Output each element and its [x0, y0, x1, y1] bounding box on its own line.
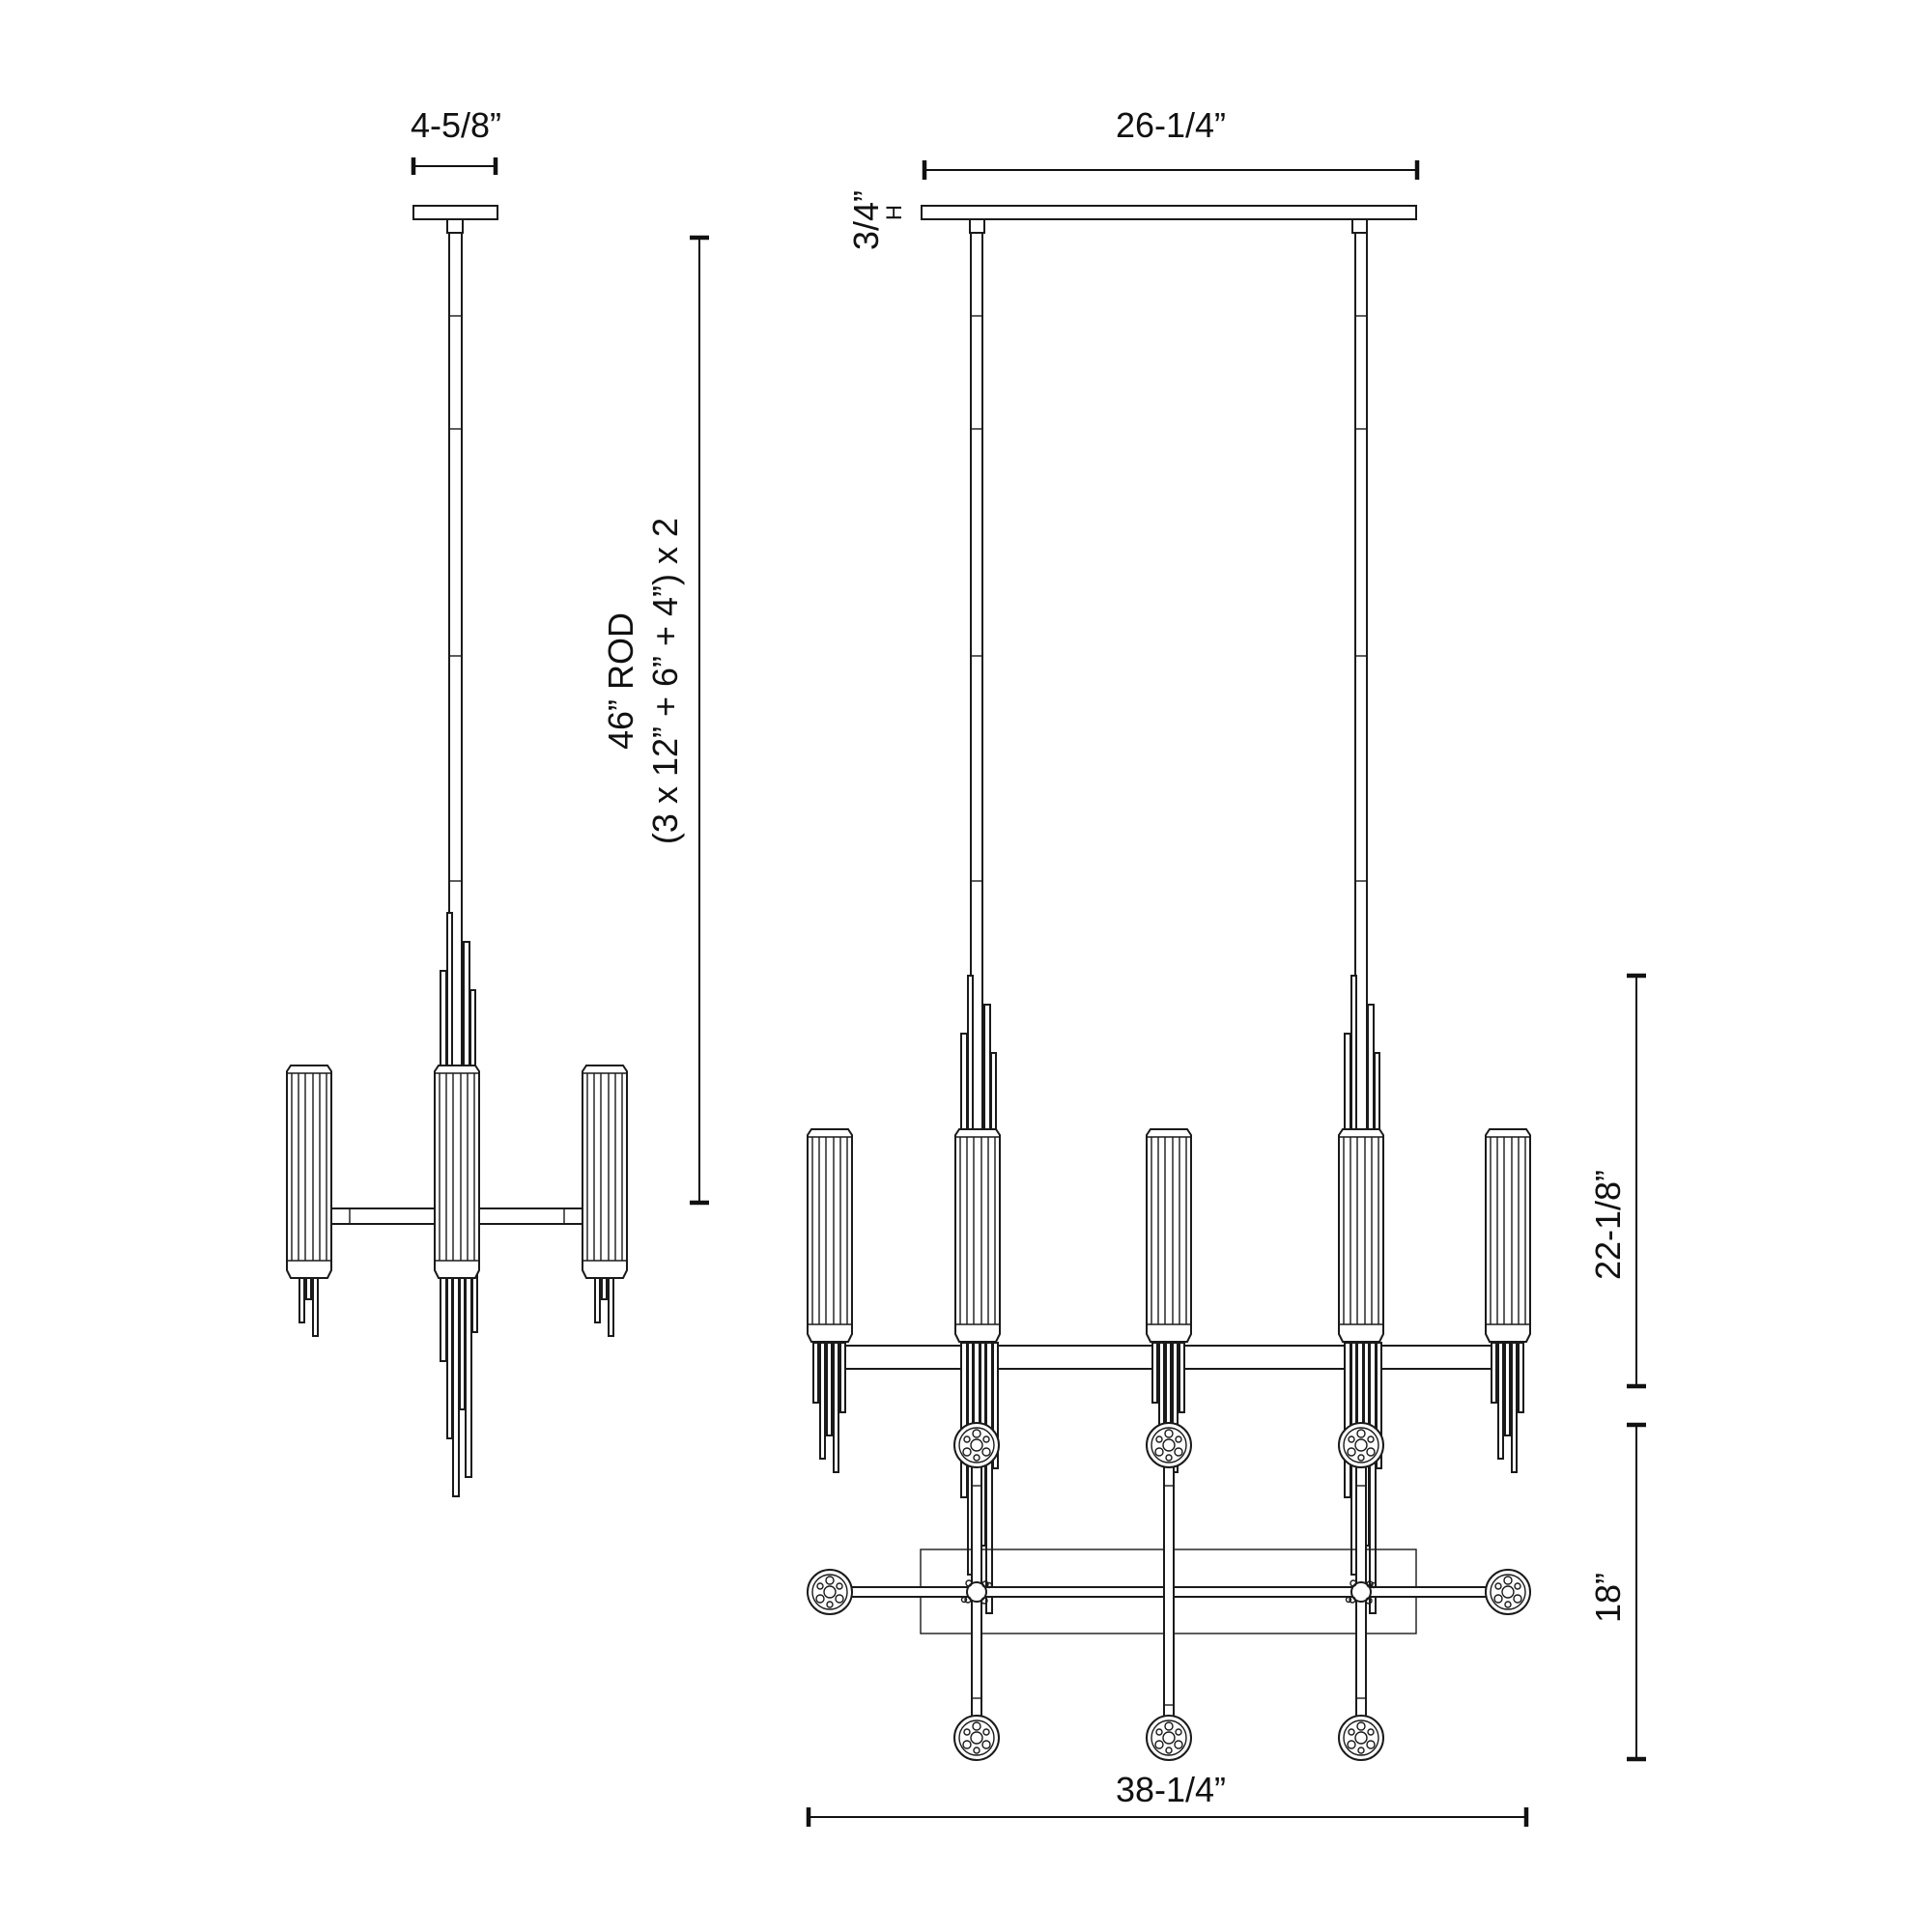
side-canopy: [412, 205, 498, 220]
front-lamp-4: [1338, 1128, 1384, 1343]
front-lamp-1: [807, 1128, 853, 1343]
front-view: [807, 160, 1646, 1634]
side-lamp-left: [286, 1065, 332, 1279]
top-plan-view: [806, 1422, 1646, 1827]
side-lamp-center: [434, 1065, 480, 1279]
canopy-width-dimension: [411, 157, 498, 175]
plan-hub-right: [1345, 1579, 1378, 1605]
canopy-length-label: 26-1/4”: [1115, 105, 1227, 145]
fixture-depth-label: 18”: [1588, 1572, 1628, 1624]
canopy-height-label: 3/4”: [846, 189, 886, 251]
fixture-height-label: 22-1/8”: [1588, 1169, 1628, 1281]
fixture-length-dimension: [806, 1807, 1529, 1827]
plan-lamp-bottom-2: [1146, 1715, 1192, 1761]
front-lamp-5: [1485, 1128, 1531, 1343]
plan-lamp-top-3: [1338, 1422, 1384, 1468]
rod-length-dimension: [690, 235, 709, 1206]
fixture-depth-dimension: [1627, 1422, 1646, 1762]
canopy-height-suffix: H: [882, 205, 906, 220]
side-view: [286, 157, 709, 1497]
plan-lamp-bottom-1: [953, 1715, 1000, 1761]
plan-hub-left: [960, 1579, 993, 1605]
canopy-length-dimension: [922, 160, 1420, 180]
canopy-width-label: 4-5/8”: [410, 105, 502, 145]
fixture-length-label: 38-1/4”: [1115, 1770, 1227, 1809]
plan-lamp-top-1: [953, 1422, 1000, 1468]
side-lamp-right: [582, 1065, 628, 1279]
front-lamp-2: [954, 1128, 1001, 1343]
plan-lamp-bottom-3: [1338, 1715, 1384, 1761]
front-lamp-3: [1146, 1128, 1192, 1343]
plan-lamp-end-left: [807, 1569, 853, 1615]
rod-length-label: 46” ROD: [601, 611, 640, 751]
plan-lamp-end-right: [1485, 1569, 1531, 1615]
fixture-height-dimension: [1627, 973, 1646, 1389]
plan-lamp-top-2: [1146, 1422, 1192, 1468]
front-canopy: [921, 205, 1417, 220]
rod-composition-label: (3 x 12” + 6” + 4”) x 2: [645, 517, 685, 845]
